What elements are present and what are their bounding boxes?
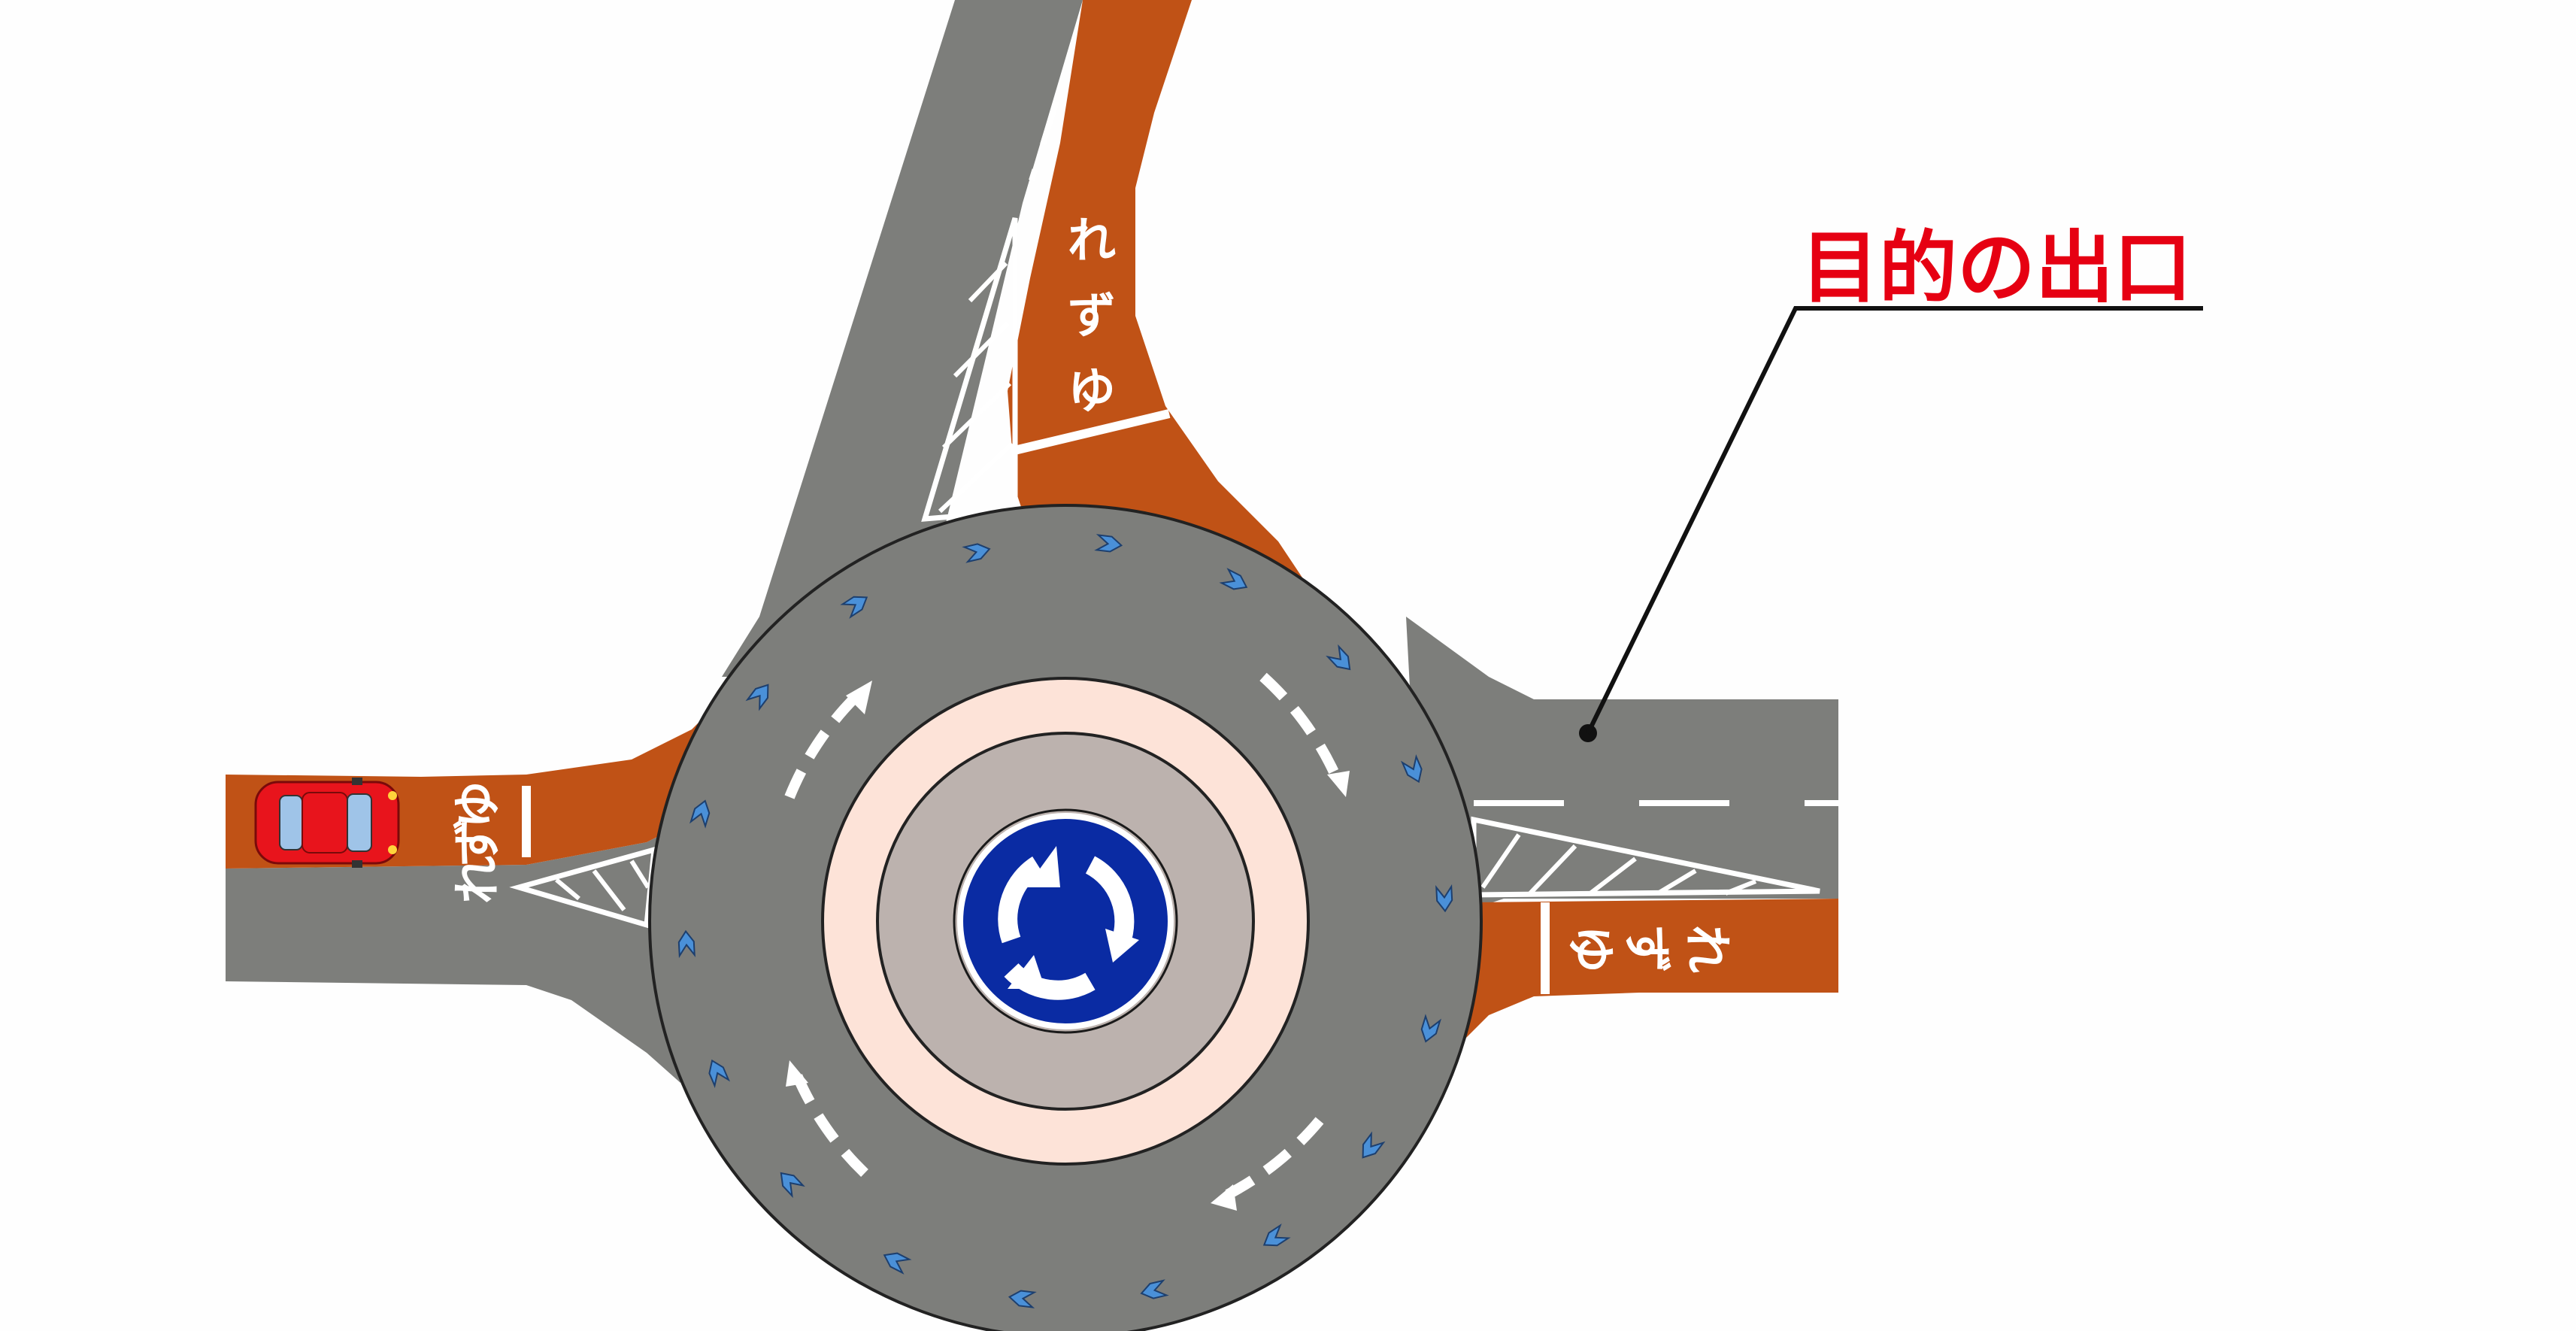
yield-markings: ゆ ず れ ゆ ず れ ゆ ず れ	[450, 214, 1734, 973]
yield-north-char-2: ず	[1068, 289, 1116, 344]
chevron-marker-icon	[745, 684, 769, 711]
yield-west-char-3: れ	[450, 856, 506, 904]
car-mirror-top	[352, 778, 362, 785]
chevron-marker-icon	[1094, 534, 1123, 553]
west-hatch-lines	[555, 860, 650, 911]
sign-disc-border	[953, 808, 1178, 1034]
chevron-marker-icon	[1262, 1223, 1291, 1247]
chevron-marker-icon	[1326, 644, 1351, 671]
chevron-marker-icon	[1435, 884, 1453, 913]
north-hatch-lines	[938, 261, 1014, 514]
chevron-marker-icon	[1008, 1290, 1037, 1308]
chevron-marker-icon	[1420, 1014, 1441, 1043]
east-hatch-lines	[1480, 833, 1757, 896]
car-light-front-top	[388, 791, 397, 800]
car-light-front-bottom	[388, 845, 397, 854]
yield-east-char-1: ゆ	[1562, 925, 1617, 973]
east-bike-lane	[1417, 899, 1838, 1083]
chevron-marker-icon	[708, 1059, 731, 1089]
yield-east-char-2: ず	[1618, 925, 1674, 973]
destination-callout: 目的の出口	[1579, 222, 2203, 742]
chevron-marker-icon	[840, 596, 868, 619]
arrowhead-top-left	[846, 681, 872, 714]
ring-arrow-bottom-left	[792, 1073, 868, 1178]
yield-west-char-1: ゆ	[450, 781, 506, 829]
chevron-markers	[677, 534, 1453, 1308]
north-road	[722, 0, 1083, 677]
ring-arrow-bottom-right	[1223, 1117, 1324, 1201]
chevron-marker-icon	[883, 1252, 912, 1275]
ring-arrow-top-right	[1259, 672, 1344, 784]
roundabout	[648, 504, 1483, 1331]
ring-arrowheads	[786, 681, 1350, 1211]
chevron-marker-icon	[1400, 753, 1423, 784]
yield-east-char-3: れ	[1678, 925, 1734, 973]
car-windshield-rear	[279, 795, 303, 850]
chevron-marker-icon	[1219, 568, 1248, 590]
yield-east: ゆ ず れ	[1562, 925, 1734, 973]
chevron-marker-icon	[1362, 1131, 1386, 1159]
chevron-marker-icon	[962, 543, 991, 563]
yield-north-char-3: れ	[1068, 214, 1116, 269]
chevron-marker-icon	[677, 929, 696, 959]
red-car-icon	[254, 778, 400, 868]
arrowhead-bottom-right	[1211, 1184, 1237, 1211]
yield-north-char-1: ゆ	[1068, 364, 1116, 420]
car-windshield-front	[347, 793, 372, 852]
arrowhead-bottom-left	[786, 1060, 808, 1087]
callout-label: 目的の出口	[1801, 222, 2192, 314]
car-mirror-bottom	[352, 860, 362, 868]
ring-direction-arrows	[784, 672, 1344, 1201]
chevron-marker-icon	[780, 1172, 805, 1199]
north-stop-line	[1010, 409, 1171, 456]
yield-west-char-2: ず	[450, 818, 506, 866]
roundabout-sign-icon	[953, 808, 1178, 1034]
yield-north: ゆ ず れ	[1068, 214, 1116, 420]
north-bike-lane	[1008, 0, 1308, 587]
callout-leader-line	[1586, 306, 2203, 735]
north-lane-dash	[1029, 100, 1059, 182]
car-roof	[302, 792, 348, 853]
yield-west: ゆ ず れ	[450, 781, 506, 904]
arrowhead-top-right	[1327, 771, 1350, 797]
chevron-marker-icon	[689, 799, 711, 829]
ring-arrow-top-left	[784, 687, 865, 799]
chevron-marker-icon	[1140, 1279, 1169, 1299]
